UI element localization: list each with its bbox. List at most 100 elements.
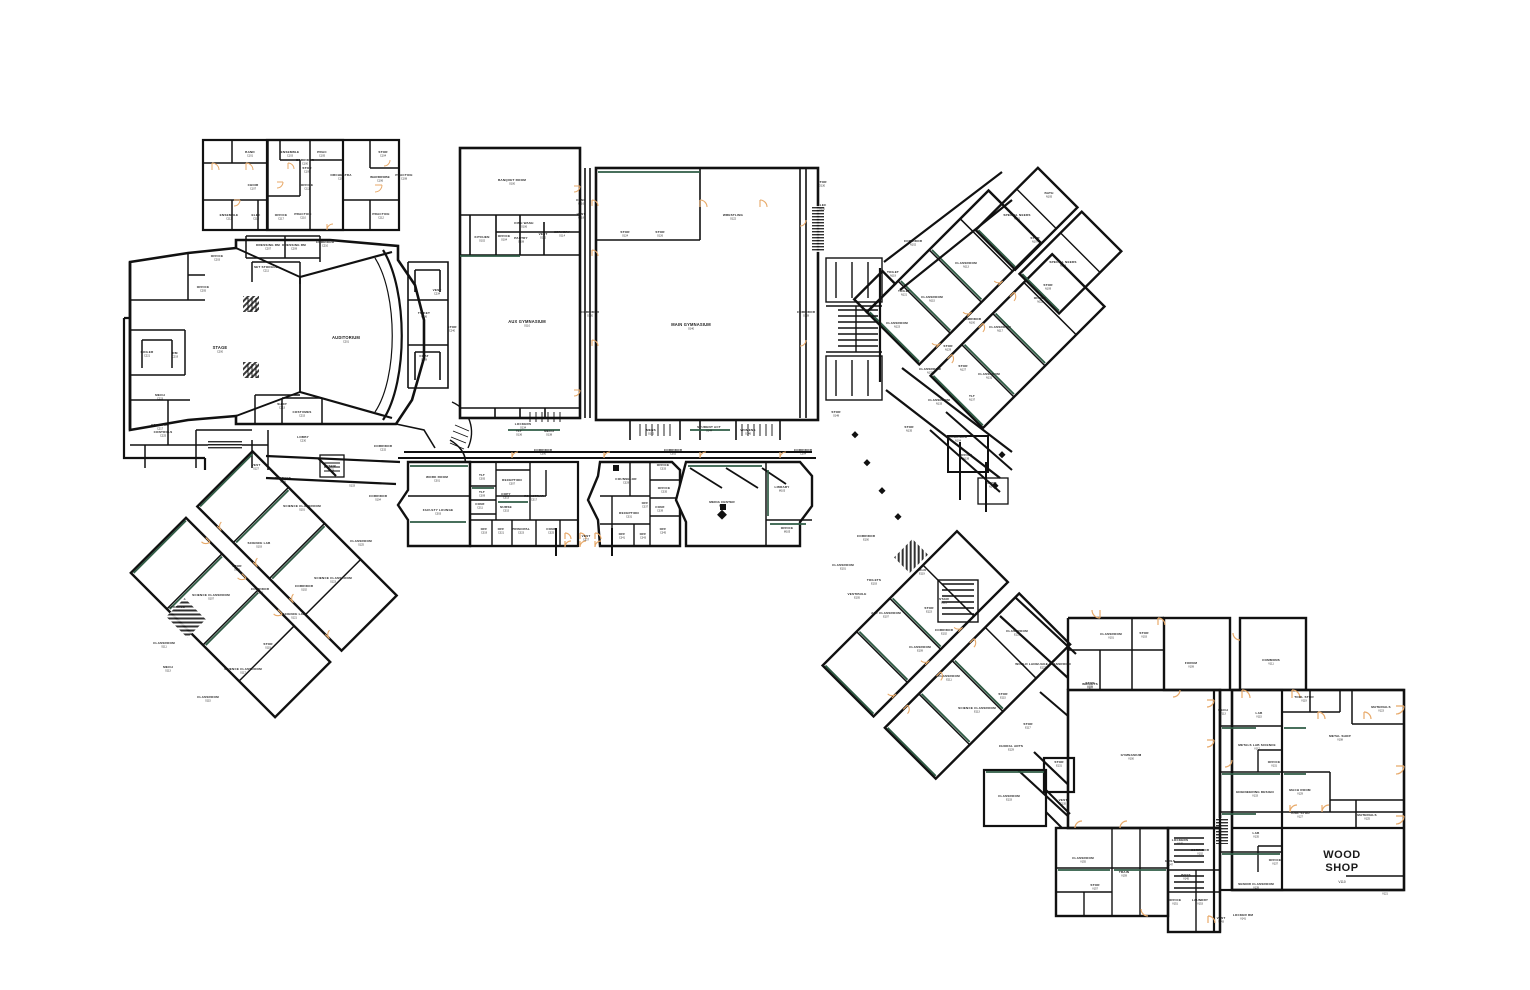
room-name: STOR bbox=[302, 166, 312, 170]
room-number: V129 bbox=[1297, 793, 1303, 796]
room-name: CLASSROOM bbox=[978, 372, 1000, 376]
wing-administration bbox=[396, 451, 816, 556]
room-name: STOR bbox=[263, 642, 273, 646]
room-name: MACH ROOM bbox=[1289, 788, 1311, 792]
room-number: S125 bbox=[358, 544, 364, 547]
room-name: DRESSING RM bbox=[282, 243, 306, 247]
room-name: OFFICE bbox=[960, 453, 972, 457]
room-name: CLASSROOM bbox=[998, 794, 1020, 798]
room-name: CORRIDOR bbox=[857, 534, 876, 538]
room-name: STOR bbox=[1030, 236, 1040, 240]
wing-gymnasium bbox=[458, 146, 824, 440]
room-name: CORRIDOR bbox=[295, 584, 314, 588]
room-name: VEST bbox=[252, 463, 261, 467]
room-name: TLT bbox=[516, 429, 522, 433]
room-number: C236 bbox=[421, 316, 428, 319]
room-number: S131 bbox=[328, 469, 334, 472]
room-name: BANQUET ROOM bbox=[498, 178, 526, 182]
room-name: CORRIDOR bbox=[1191, 848, 1210, 852]
room-number: V133 bbox=[1252, 795, 1258, 798]
room-name: SCIENCE CLASSROOM bbox=[958, 706, 996, 710]
room-number: V111 bbox=[1268, 663, 1274, 666]
room-number: C211 bbox=[263, 270, 269, 273]
room-name: LOCKERS bbox=[1172, 838, 1188, 842]
room-name: ART CLASSROOM bbox=[871, 611, 901, 615]
room-name: ENGINEERING DESIGN bbox=[1236, 790, 1274, 794]
room-number: C104 bbox=[380, 155, 387, 158]
room-number: G122 bbox=[730, 218, 737, 221]
room-number: C304 bbox=[800, 453, 807, 456]
room-number: C232 bbox=[380, 449, 387, 452]
room-name: CLASSROOM bbox=[955, 261, 977, 265]
room-name: VEST bbox=[433, 288, 442, 292]
room-name: VEST bbox=[539, 232, 548, 236]
room-name: ELEC bbox=[818, 203, 828, 207]
room-name: METAL SHOP bbox=[1329, 734, 1351, 738]
room-name: OFFICE bbox=[275, 213, 287, 217]
room-number: C319 bbox=[481, 532, 488, 535]
room-name: STORAGE bbox=[275, 476, 292, 480]
room-number: V110 bbox=[1338, 880, 1345, 884]
room-name: SCIENCE CLASSROOM bbox=[224, 667, 262, 671]
room-name: CORRIDOR bbox=[963, 317, 982, 321]
room-number: G128 bbox=[803, 315, 810, 318]
room-name: TLT bbox=[479, 473, 485, 477]
room-name: OFFICE bbox=[657, 463, 669, 467]
room-number: E109 bbox=[917, 650, 923, 653]
room-number: N103 bbox=[1060, 265, 1067, 268]
room-name: TLT bbox=[479, 490, 485, 494]
room-name: COUNSELOR bbox=[615, 477, 637, 481]
room-number: E100 bbox=[863, 539, 869, 542]
room-number: V131 bbox=[1271, 765, 1277, 768]
room-number: C105 bbox=[319, 155, 326, 158]
room-number: V115 bbox=[1256, 716, 1262, 719]
room-number: V147 bbox=[1167, 864, 1173, 867]
room-number: V149 bbox=[1177, 843, 1183, 846]
room-number: V108 bbox=[1337, 739, 1343, 742]
room-number: E119 bbox=[919, 573, 925, 576]
room-number: E115 bbox=[1000, 697, 1006, 700]
room-name: GIRLS bbox=[1165, 859, 1175, 863]
room-name: STAGE bbox=[213, 345, 228, 350]
room-name: DISH WASH bbox=[514, 221, 534, 225]
room-name: OFFICE bbox=[197, 285, 209, 289]
room-number: C110 bbox=[300, 217, 306, 220]
room-number: G102 bbox=[479, 240, 486, 243]
room-number: G116 bbox=[578, 203, 585, 206]
room-number: V151 bbox=[1172, 903, 1178, 906]
room-number: V101 bbox=[1108, 637, 1114, 640]
room-name: CLASSROOM bbox=[928, 398, 950, 402]
room-name: TRAIN bbox=[1119, 870, 1130, 874]
room-number: V107 bbox=[1087, 687, 1093, 690]
room-number: V143 bbox=[1218, 921, 1224, 924]
wing-southwest-science bbox=[129, 449, 401, 719]
room-name: PRACTICE bbox=[395, 173, 412, 177]
room-number: N135 bbox=[906, 430, 913, 433]
